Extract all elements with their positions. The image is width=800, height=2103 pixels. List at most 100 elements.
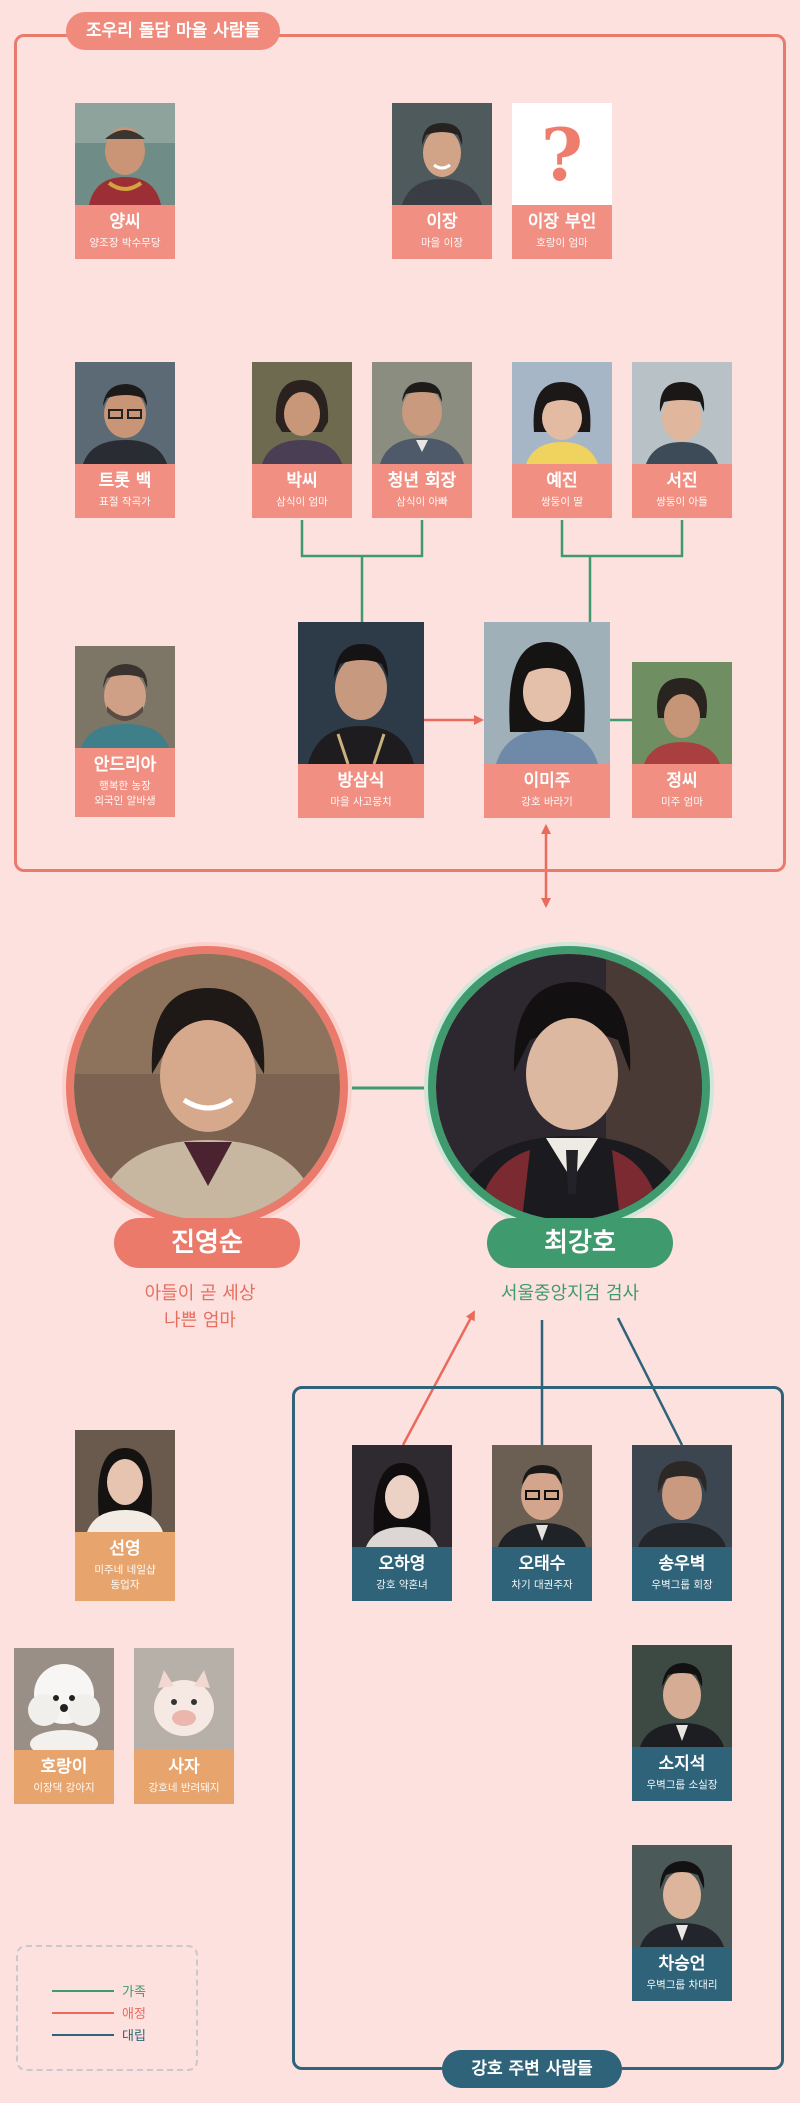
question-mark-icon: ?	[512, 103, 612, 205]
village-frame	[14, 34, 786, 872]
card-jung: 정씨 미주 엄마	[632, 662, 732, 818]
desc-ohayoung: 강호 약혼녀	[376, 1579, 428, 1591]
desc-saja: 강호네 반려돼지	[148, 1782, 220, 1794]
portrait-chaseung	[632, 1845, 732, 1947]
name-yang: 양씨	[109, 212, 141, 232]
desc-sojisuk: 우벽그룹 소실장	[646, 1779, 718, 1791]
desc-jin-2: 나쁜 엄마	[164, 1310, 236, 1331]
name-chung: 청년 회장	[387, 471, 457, 491]
card-songwoo: 송우벽 우벽그룹 회장	[632, 1445, 732, 1601]
portrait-seojin	[632, 362, 732, 464]
portrait-saja	[134, 1648, 234, 1750]
portrait-yang	[75, 103, 175, 205]
love-arrow-ohayoung-choi	[401, 1310, 476, 1446]
portrait-park	[252, 362, 352, 464]
legend-love-swatch	[52, 2011, 114, 2014]
desc-horang: 이장댁 강아지	[33, 1782, 95, 1794]
name-pill-choi: 최강호	[487, 1218, 673, 1268]
name-ohtaesu: 오태수	[518, 1554, 566, 1574]
name-yejin: 예진	[546, 471, 578, 491]
portrait-imiju	[484, 622, 610, 764]
family-line-imiju	[560, 520, 684, 622]
portrait-trot	[75, 362, 175, 464]
family-line-bang	[300, 520, 424, 622]
name-sunyoung: 선영	[109, 1539, 141, 1559]
card-ijang-wife: ? 이장 부인 호랑이 엄마	[512, 103, 612, 259]
portrait-yejin	[512, 362, 612, 464]
card-ohtaesu: 오태수 차기 대권주자	[492, 1445, 592, 1601]
name-ijang: 이장	[426, 212, 458, 232]
portrait-sojisuk	[632, 1645, 732, 1747]
portrait-horang	[14, 1648, 114, 1750]
name-pill-jin: 진영순	[114, 1218, 300, 1268]
name-songwoo: 송우벽	[658, 1554, 706, 1574]
desc-sunyoung-2: 동업자	[110, 1579, 140, 1591]
legend-rival-swatch	[52, 2033, 114, 2036]
name-bang: 방삼식	[337, 771, 385, 791]
card-park: 박씨 삼식이 엄마	[252, 362, 352, 518]
name-ijang-wife: 이장 부인	[527, 212, 597, 232]
legend: 가족 애정 대립	[16, 1945, 198, 2071]
card-chaseung: 차승언 우벽그룹 차대리	[632, 1845, 732, 2001]
portrait-andria	[75, 646, 175, 748]
desc-ohtaesu: 차기 대권주자	[511, 1579, 573, 1591]
name-chaseung: 차승언	[658, 1954, 706, 1974]
desc-imiju: 강호 바라기	[521, 796, 573, 808]
legend-family: 가족	[52, 1981, 146, 2000]
portrait-choi	[428, 946, 710, 1228]
desc-jin-1: 아들이 곧 세상	[144, 1283, 256, 1304]
card-yang: 양씨 양조장 박수무당	[75, 103, 175, 259]
desc-choi-1: 서울중앙지검 검사	[500, 1283, 640, 1304]
name-sojisuk: 소지석	[658, 1754, 706, 1774]
name-seojin: 서진	[666, 471, 698, 491]
card-trot: 트롯 백 표절 작곡가	[75, 362, 175, 518]
legend-family-label: 가족	[122, 1985, 146, 2000]
card-sunyoung: 선영 미주네 네일샵 동업자	[75, 1430, 175, 1601]
legend-family-swatch	[52, 1989, 114, 1992]
portrait-jung	[632, 662, 732, 764]
legend-love-label: 애정	[122, 2007, 146, 2022]
rival-line-songwoo	[616, 1317, 684, 1446]
portrait-ijang	[392, 103, 492, 205]
name-ohayoung: 오하영	[378, 1554, 426, 1574]
name-jung: 정씨	[666, 771, 698, 791]
name-andria: 안드리아	[93, 755, 157, 775]
card-bang: 방삼식 마을 사고뭉치	[298, 622, 424, 818]
portrait-sunyoung	[75, 1430, 175, 1532]
desc-park: 삼식이 엄마	[276, 496, 328, 508]
legend-rival-label: 대립	[122, 2029, 146, 2044]
legend-rival: 대립	[52, 2025, 146, 2044]
portrait-chung	[372, 362, 472, 464]
card-andria: 안드리아 행복한 농장 외국인 알바생	[75, 646, 175, 817]
desc-yang: 양조장 박수무당	[89, 237, 161, 249]
portrait-ohayoung	[352, 1445, 452, 1547]
card-imiju: 이미주 강호 바라기	[484, 622, 610, 818]
desc-andria-2: 외국인 알바생	[94, 795, 156, 807]
name-saja: 사자	[168, 1757, 200, 1777]
desc-andria-1: 행복한 농장	[99, 780, 151, 792]
card-yejin: 예진 쌍둥이 딸	[512, 362, 612, 518]
name-imiju: 이미주	[523, 771, 571, 791]
portrait-bang	[298, 622, 424, 764]
card-seojin: 서진 쌍둥이 아들	[632, 362, 732, 518]
desc-ijang-wife: 호랑이 엄마	[536, 237, 588, 249]
portrait-songwoo	[632, 1445, 732, 1547]
portrait-jin	[66, 946, 348, 1228]
desc-trot: 표절 작곡가	[99, 496, 151, 508]
desc-sunyoung-1: 미주네 네일샵	[94, 1564, 156, 1576]
desc-ijang: 마을 이장	[421, 237, 463, 249]
desc-jung: 미주 엄마	[661, 796, 703, 808]
around-badge: 강호 주변 사람들	[442, 2050, 622, 2088]
card-horang: 호랑이 이장댁 강아지	[14, 1648, 114, 1804]
card-ohayoung: 오하영 강호 약혼녀	[352, 1445, 452, 1601]
name-trot: 트롯 백	[98, 471, 152, 491]
portrait-ohtaesu	[492, 1445, 592, 1547]
desc-chaseung: 우벽그룹 차대리	[646, 1979, 718, 1991]
desc-seojin: 쌍둥이 아들	[656, 496, 708, 508]
name-horang: 호랑이	[40, 1757, 88, 1777]
desc-bang: 마을 사고뭉치	[330, 796, 392, 808]
desc-yejin: 쌍둥이 딸	[541, 496, 583, 508]
legend-love: 애정	[52, 2003, 146, 2022]
